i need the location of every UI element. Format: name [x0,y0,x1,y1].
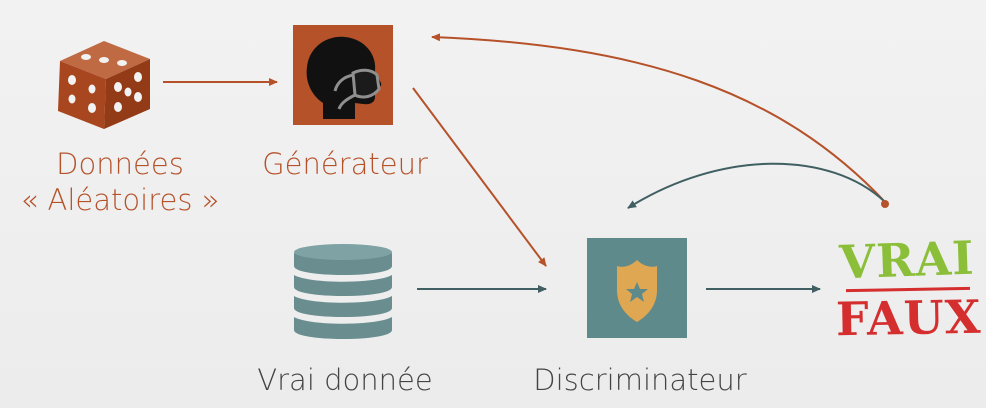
arrow-generator-to-discriminator [412,87,547,267]
discriminator-label: Discriminateur [533,363,747,397]
police-badge-icon [587,238,687,338]
generator-label: Générateur [262,147,428,181]
feedback-origin-dot [881,200,889,208]
masked-head-icon [293,25,393,125]
vrai-stamp: VRAI [838,230,976,290]
arrow-feedback-to-generator [431,33,887,204]
random-data-label-line2: « Aléatoires » [20,183,220,217]
dice-icon [52,33,158,133]
database-icon [290,240,396,348]
arrow-feedback-to-discriminator [627,162,886,209]
random-data-label: Données « Aléatoires » [20,146,220,218]
faux-stamp: FAUX [835,289,982,347]
random-data-label-line1: Données [56,147,184,181]
verdict-stamp: VRAI FAUX [835,230,982,347]
real-data-label: Vrai donnée [257,363,433,397]
